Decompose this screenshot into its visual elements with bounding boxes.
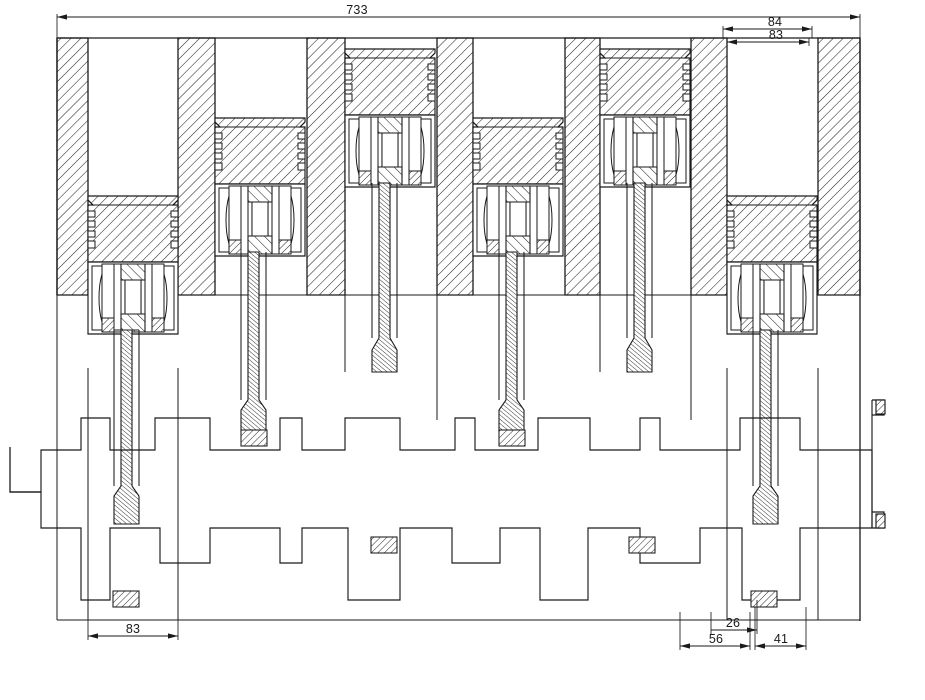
dim-bore-outer bbox=[722, 26, 813, 38]
dim-journal-span bbox=[679, 612, 751, 650]
crank-journal-pads bbox=[112, 429, 778, 608]
dim-label-journal-span: 56 bbox=[709, 632, 723, 646]
connecting-rod-1 bbox=[113, 329, 140, 525]
dim-bore-bottom-left bbox=[87, 600, 179, 640]
dimension-layer bbox=[56, 14, 861, 650]
dimension-text-layer: 733 84 83 83 26 56 41 bbox=[126, 3, 788, 646]
dim-pin-width bbox=[754, 607, 807, 650]
dim-label-bore-bottom-left: 83 bbox=[126, 622, 140, 636]
piston-4 bbox=[472, 117, 564, 257]
piston-5 bbox=[599, 48, 691, 188]
dim-web-offset bbox=[710, 600, 758, 634]
dim-label-bore-inner: 83 bbox=[769, 28, 783, 42]
dim-overall-length bbox=[56, 14, 861, 38]
dim-bore-inner bbox=[726, 38, 810, 46]
piston-2 bbox=[214, 117, 306, 257]
connecting-rod-6 bbox=[752, 329, 779, 525]
dim-label-pin-width: 41 bbox=[774, 632, 788, 646]
piston-1 bbox=[87, 195, 179, 335]
piston-3 bbox=[344, 48, 436, 188]
dim-label-web-offset: 26 bbox=[726, 616, 740, 630]
dim-label-bore-outer: 84 bbox=[768, 15, 782, 29]
crankcase-walls bbox=[87, 295, 819, 620]
dim-label-overall-length: 733 bbox=[346, 3, 367, 17]
connecting-rod-5 bbox=[626, 182, 653, 373]
connecting-rod-3 bbox=[371, 182, 398, 373]
piston-6 bbox=[726, 195, 818, 335]
crankshaft-webs bbox=[9, 399, 886, 601]
